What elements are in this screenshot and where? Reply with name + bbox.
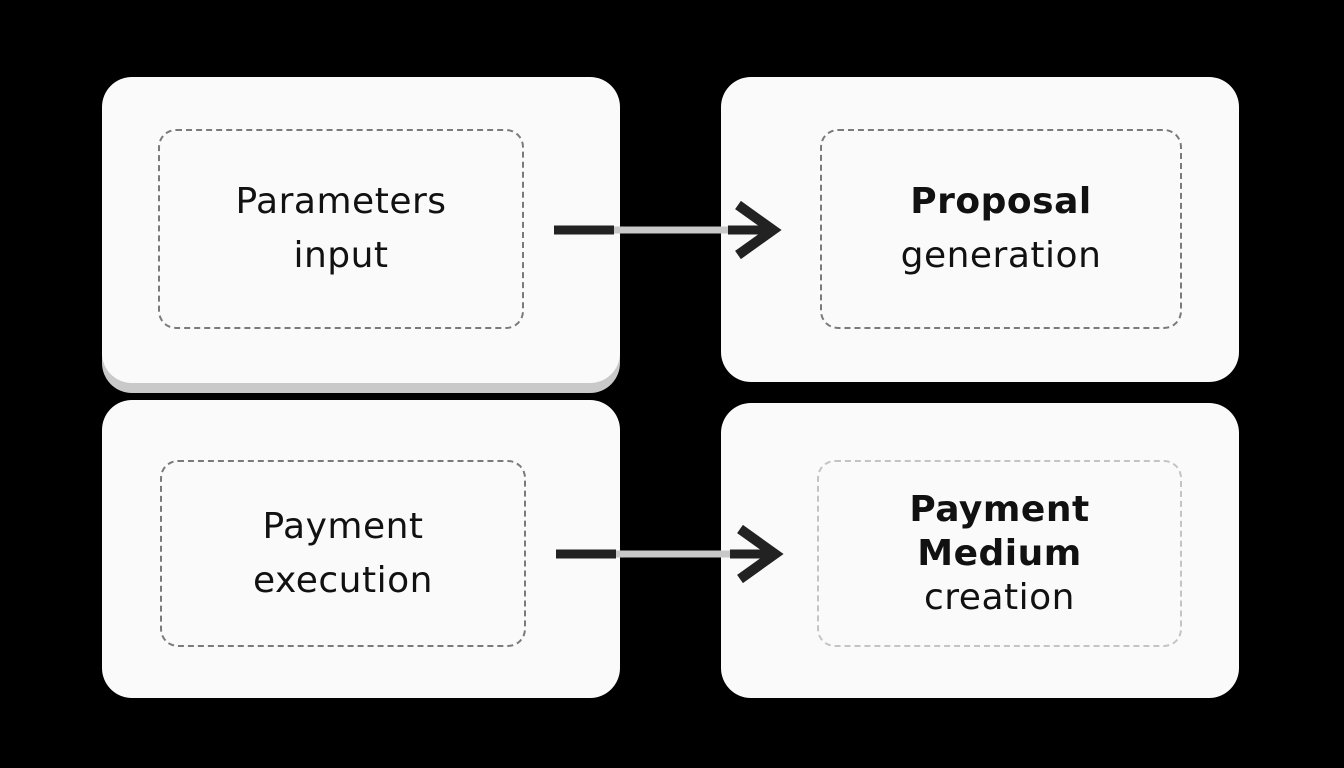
node-card-payment-execution: Payment execution [102, 400, 620, 698]
node-label-line: creation [924, 576, 1075, 618]
arrow-right-icon [554, 200, 782, 260]
node-box-payment-execution: Payment execution [160, 460, 526, 647]
node-box-proposal-generation: Proposal generation [820, 129, 1182, 329]
node-label-line: Medium [917, 532, 1082, 574]
node-label-line: Parameters [235, 181, 447, 222]
node-card-proposal-generation: Proposal generation [721, 77, 1239, 382]
node-label-line: Payment [262, 505, 424, 547]
node-box-parameters-input: Parameters input [158, 129, 524, 329]
node-label-line: execution [253, 559, 433, 601]
node-card-parameters-input: Parameters input [102, 77, 620, 383]
node-card-payment-medium-creation: Payment Medium creation [721, 403, 1239, 698]
node-label-line: generation [900, 235, 1102, 276]
arrow-right-icon [556, 524, 784, 584]
node-label-line: Proposal [910, 181, 1092, 222]
node-label-line: input [293, 235, 389, 276]
node-box-payment-medium-creation: Payment Medium creation [817, 460, 1182, 647]
node-label-line: Payment [909, 488, 1090, 530]
